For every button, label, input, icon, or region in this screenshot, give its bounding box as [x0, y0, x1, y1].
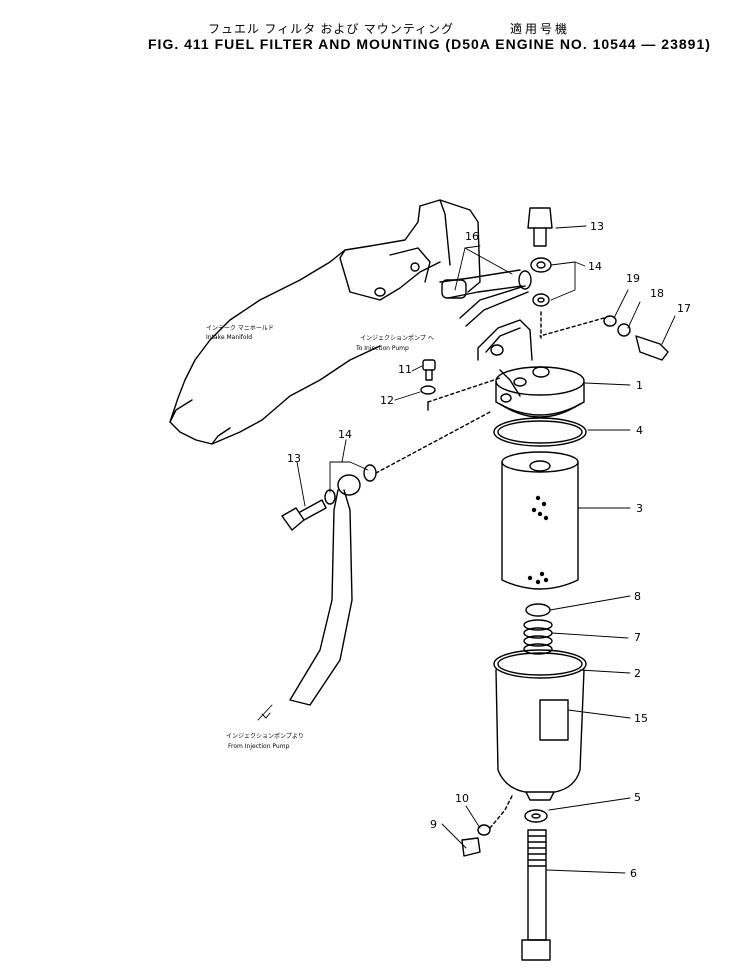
- callout-2: 2: [634, 667, 641, 680]
- callout-18: 18: [650, 287, 664, 300]
- callout-19: 19: [626, 272, 640, 285]
- figure-title: FIG. 411 FUEL FILTER AND MOUNTING (D50A …: [148, 36, 711, 52]
- callout-10: 10: [455, 792, 469, 805]
- callout-3: 3: [636, 502, 643, 515]
- filter-case: [493, 649, 587, 801]
- callout-9: 9: [430, 818, 437, 831]
- callout-14-top: 14: [588, 260, 602, 273]
- callout-7: 7: [634, 631, 641, 644]
- callout-4: 4: [636, 424, 643, 437]
- pipe-to-injection-pump: [439, 269, 532, 327]
- filter-head: [477, 319, 585, 418]
- callout-5: 5: [634, 791, 641, 804]
- washer-8: [525, 603, 551, 617]
- center-bolt-6: [521, 829, 551, 961]
- note-from-pump-jp: インジェクションポンプより: [226, 732, 304, 740]
- callout-14-left: 14: [338, 428, 352, 441]
- notes: インテーク マニホールド Intake Manifold インジェクションポンプ…: [206, 325, 434, 750]
- note-intake-en: Intake Manifold: [206, 334, 252, 341]
- callout-6: 6: [630, 867, 637, 880]
- note-to-pump-jp: インジェクションポンプ へ: [360, 334, 434, 342]
- title-japanese: フュエル フィルタ および マウンティング: [208, 22, 455, 36]
- callout-12: 12: [380, 394, 394, 407]
- filter-element: [501, 451, 579, 590]
- callout-8: 8: [634, 590, 641, 603]
- note-to-pump-en: To Injection Pump: [355, 345, 409, 352]
- leader-lines: [257, 225, 676, 874]
- bolt-13-top: [527, 207, 553, 339]
- callout-17: 17: [677, 302, 691, 315]
- bolt-13-left: [281, 499, 327, 531]
- callout-1: 1: [636, 379, 643, 392]
- callout-11: 11: [398, 363, 412, 376]
- note-from-pump-en: From Injection Pump: [228, 743, 290, 750]
- note-intake-jp: インテーク マニホールド: [206, 325, 274, 332]
- callout-13-top: 13: [590, 220, 604, 233]
- intake-manifold: [169, 199, 481, 445]
- drain-plug-9: [461, 795, 513, 857]
- o-ring-4: [493, 417, 587, 447]
- bolt-17-assembly: [539, 315, 669, 361]
- spring-7: [523, 619, 553, 655]
- bolt-11-washer-12: [420, 359, 501, 411]
- fuel-hose: [289, 411, 491, 706]
- callout-16: 16: [465, 230, 479, 243]
- callout-labels: 13 14 16 19 18 17 1 4 3 8 7 2 15 5 6 10 …: [287, 220, 691, 880]
- callout-15: 15: [634, 712, 648, 725]
- gasket-5: [524, 809, 548, 823]
- callout-13-left: 13: [287, 452, 301, 465]
- serial-label-japanese: 適用号機: [510, 22, 571, 36]
